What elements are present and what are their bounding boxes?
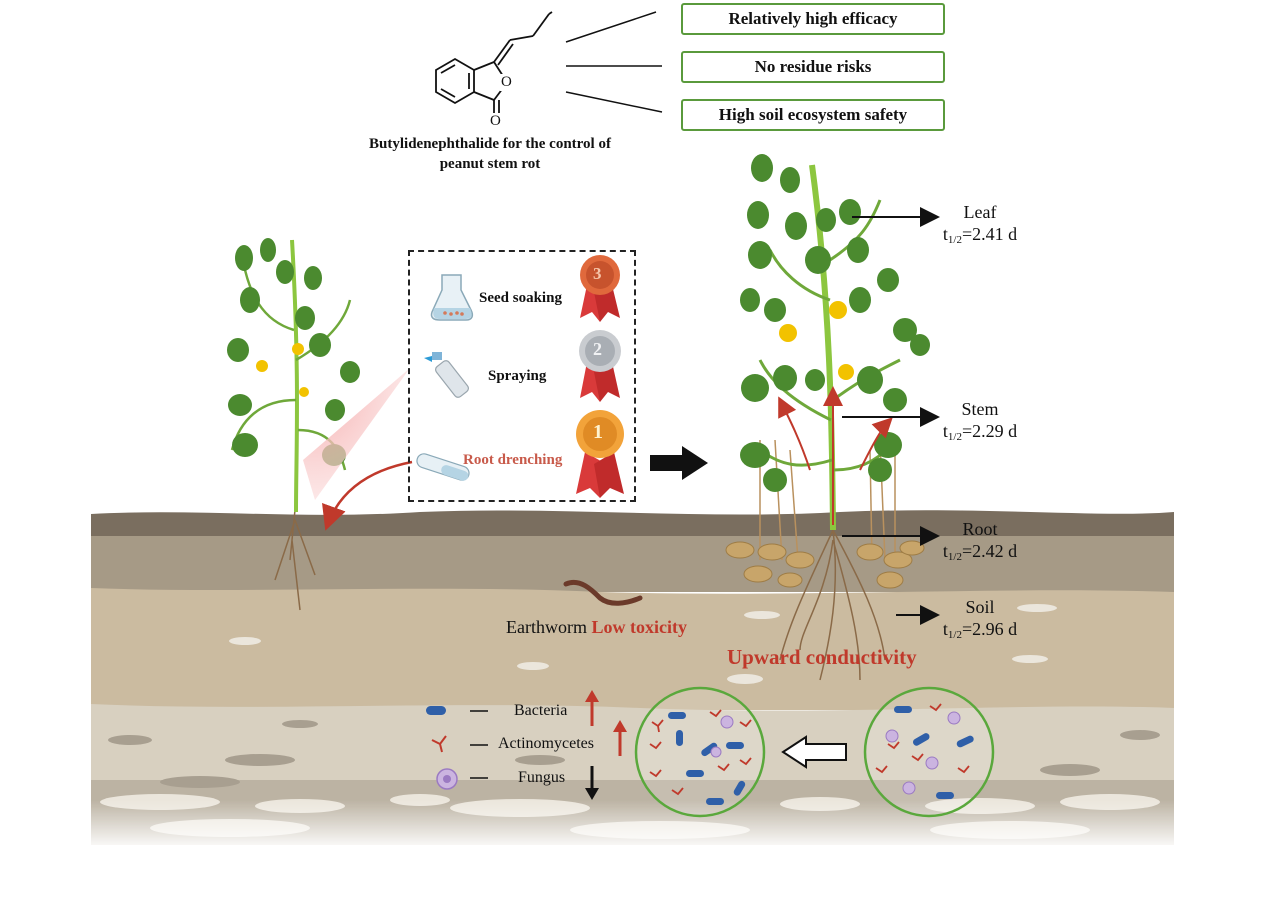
actinomycetes-up-arrow	[613, 720, 627, 756]
stem-half-life-value: t1/2=2.29 d	[930, 420, 1030, 448]
bacteria-up-arrow	[585, 690, 599, 726]
right-peanut-plant	[725, 154, 930, 681]
upward-conductivity-label: Upward conductivity	[727, 645, 917, 670]
caption-line-1: Butylidenephthalide for the control of	[369, 136, 611, 152]
soil-layers	[91, 510, 1174, 850]
legend-actinomycetes: Actinomycetes	[498, 735, 594, 752]
silver-rank: 2	[593, 339, 602, 359]
method-seed-soaking: Seed soaking	[479, 290, 562, 306]
application-methods-box	[408, 250, 636, 502]
property-residue: No residue risks	[681, 51, 945, 83]
root-t-subscript: 1/2	[947, 551, 962, 563]
low-toxicity-label: Low toxicity	[591, 617, 687, 637]
soil-t-symbol: t	[942, 619, 948, 639]
carbonyl-oxygen-label: O	[489, 113, 502, 130]
process-arrow	[650, 446, 708, 480]
soil-half-life: Soil t1/2=2.96 d	[930, 596, 1030, 646]
bronze-rank: 3	[593, 264, 602, 283]
microbe-community-before	[863, 686, 995, 818]
legend-bacteria: Bacteria	[514, 702, 568, 719]
microbe-community-after	[634, 686, 766, 818]
property-soil-safety: High soil ecosystem safety	[681, 99, 945, 131]
comparison-arrow	[781, 735, 847, 769]
gold-rank: 1	[593, 421, 603, 443]
stem-half-life: Stem t1/2=2.29 d	[930, 398, 1030, 448]
tissue-soil: Soil	[965, 597, 995, 617]
leaf-half-life-value: t1/2=2.41 d	[930, 223, 1030, 251]
silver-medal-icon	[579, 330, 621, 402]
bacteria-icon	[426, 706, 446, 715]
fungus-icon	[436, 768, 458, 790]
spray-cone	[303, 368, 410, 500]
spray-bottle-icon	[424, 352, 469, 398]
tissue-root: Root	[962, 519, 998, 539]
leaf-t-subscript: 1/2	[947, 234, 962, 246]
ring-oxygen-label: O	[500, 74, 513, 91]
caption-line-2: peanut stem rot	[439, 156, 541, 172]
drench-arrow	[322, 460, 413, 531]
compound-caption: Butylidenephthalide for the control of p…	[340, 134, 640, 174]
method-spraying: Spraying	[488, 368, 547, 384]
fungus-down-arrow	[585, 766, 599, 800]
butylidenephthalide-structure	[435, 11, 553, 118]
actinomycetes-icon	[431, 735, 447, 753]
tube-icon	[416, 453, 470, 481]
soil-t-value: =2.96 d	[961, 619, 1018, 639]
earthworm-label: Earthworm	[506, 617, 587, 637]
earthworm-toxicity: Earthworm Low toxicity	[506, 617, 687, 638]
stem-t-value: =2.29 d	[961, 421, 1018, 441]
earthworm-icon	[563, 580, 643, 606]
soil-t-subscript: 1/2	[947, 629, 962, 641]
soil-half-life-value: t1/2=2.96 d	[930, 618, 1030, 646]
upward-conductivity-text: Upward conductivity	[727, 645, 917, 669]
tissue-leaf: Leaf	[963, 202, 997, 222]
legend-fungus: Fungus	[518, 769, 566, 786]
stem-t-subscript: 1/2	[947, 431, 962, 443]
root-half-life: Root t1/2=2.42 d	[930, 518, 1030, 568]
leaf-half-life: Leaf t1/2=2.41 d	[930, 201, 1030, 251]
root-t-value: =2.42 d	[961, 541, 1018, 561]
bronze-medal-icon	[580, 255, 620, 322]
flask-icon	[430, 274, 474, 321]
tissue-pointer-arrows	[842, 207, 940, 625]
property-efficacy: Relatively high efficacy	[681, 3, 945, 35]
gold-medal-icon	[576, 410, 624, 498]
root-t-symbol: t	[942, 541, 948, 561]
tissue-stem: Stem	[961, 399, 999, 419]
leaf-t-value: =2.41 d	[961, 224, 1018, 244]
leaf-t-symbol: t	[942, 224, 948, 244]
root-half-life-value: t1/2=2.42 d	[930, 540, 1030, 568]
stem-t-symbol: t	[942, 421, 948, 441]
method-root-drenching: Root drenching	[463, 452, 563, 468]
